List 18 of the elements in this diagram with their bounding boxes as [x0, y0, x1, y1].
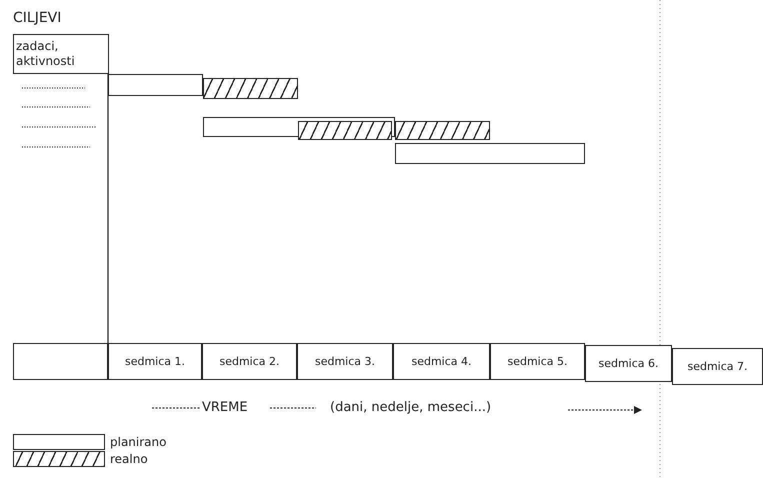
timeline-cell: sedmica 7. [672, 348, 763, 385]
actual-bar [203, 78, 298, 99]
planned-bar [108, 74, 203, 96]
timeline-cell: sedmica 2. [202, 343, 297, 380]
actual-bar [298, 121, 392, 140]
timeline-cell: sedmica 1. [108, 343, 202, 380]
timeline-cell: sedmica 5. [490, 343, 585, 380]
timeline-cell: sedmica 3. [297, 343, 393, 380]
axis-label: VREME [202, 400, 248, 415]
axis-note: (dani, nedelje, meseci...) [330, 400, 492, 415]
header-cell: zadaci, aktivnosti [13, 34, 109, 74]
legend-label: planirano [110, 435, 166, 449]
actual-bar [395, 121, 490, 140]
timeline-cell: sedmica 6. [585, 345, 672, 382]
section-heading: CILJEVI [13, 10, 62, 26]
timeline-cell: sedmica 4. [393, 343, 490, 380]
planned-bar [395, 143, 585, 164]
legend-label: realno [110, 452, 148, 466]
